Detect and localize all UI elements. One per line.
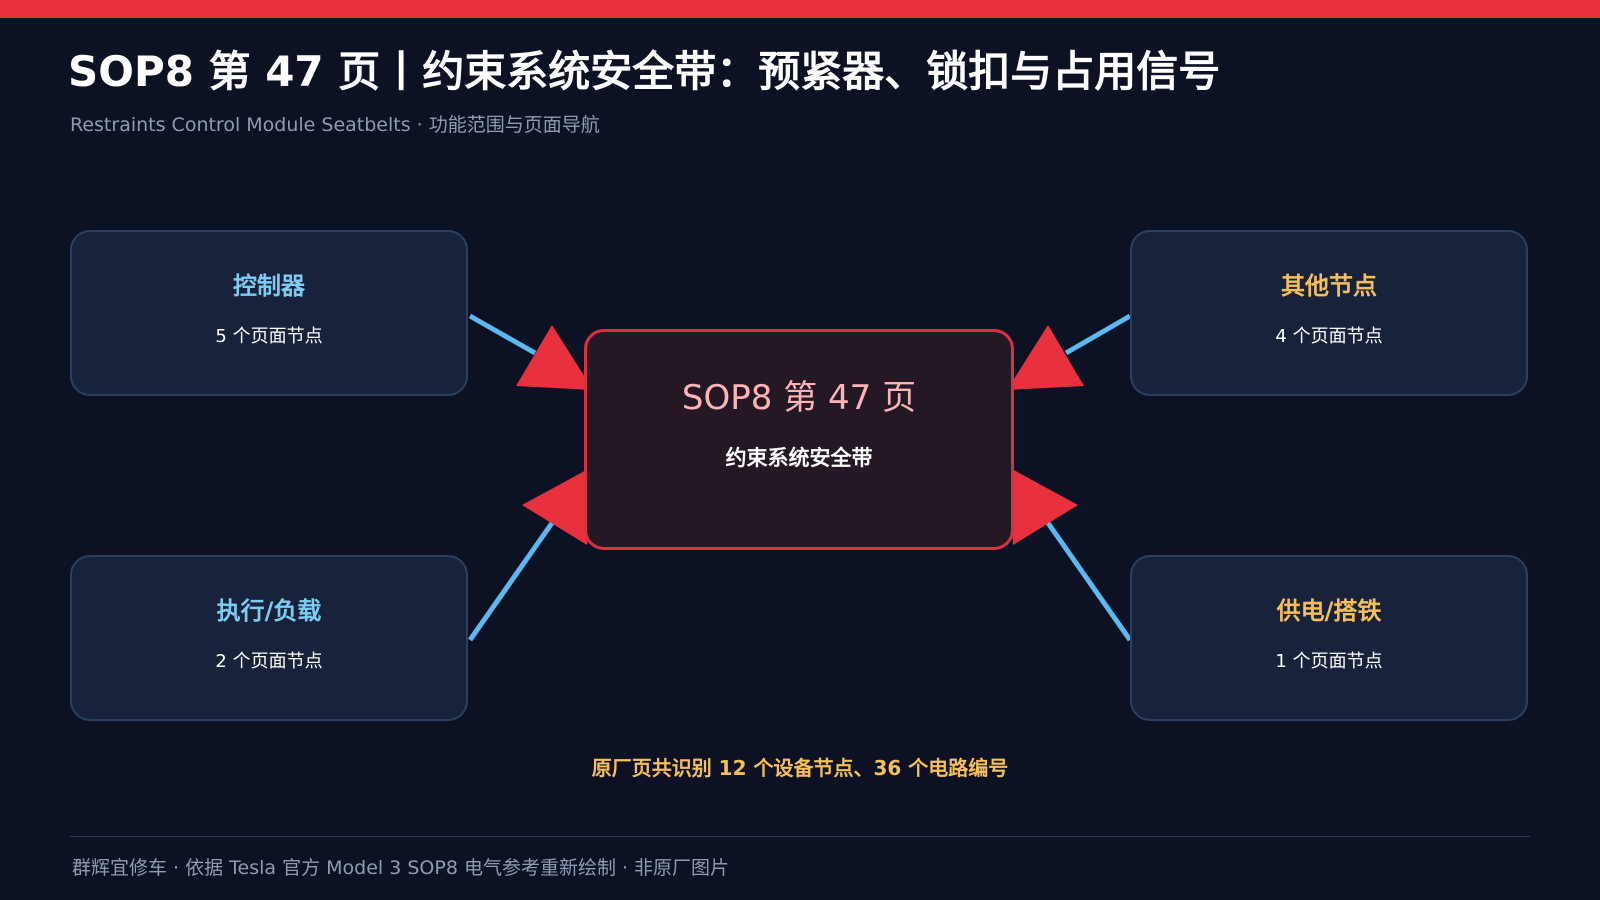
node-controller-count: 5 个页面节点 (215, 326, 323, 347)
page-title: SOP8 第 47 页丨约束系统安全带：预紧器、锁扣与占用信号 (68, 47, 1221, 96)
arrowhead-actuator-load (522, 468, 590, 545)
page-subtitle: Restraints Control Module Seatbelts · 功能… (70, 114, 600, 136)
node-actuator-load: 执行/负载 2 个页面节点 (70, 555, 468, 721)
connector-actuator-load (467, 521, 555, 642)
footer-text: 群辉宜修车 · 依据 Tesla 官方 Model 3 SOP8 电气参考重新绘… (72, 857, 730, 879)
arrowhead-controller (516, 325, 593, 390)
connector-other-nodes (1064, 313, 1132, 356)
arrowhead-other-nodes (1007, 325, 1084, 390)
node-actuator-load-title: 执行/负载 (216, 597, 322, 625)
top-accent-bar (0, 0, 1600, 18)
node-power-ground-title: 供电/搭铁 (1276, 597, 1382, 625)
center-node-subtitle: 约束系统安全带 (725, 446, 873, 470)
connector-power-ground (1045, 521, 1133, 642)
arrowhead-power-ground (1010, 468, 1078, 545)
node-actuator-load-count: 2 个页面节点 (215, 651, 323, 672)
node-power-ground: 供电/搭铁 1 个页面节点 (1130, 555, 1528, 721)
node-controller: 控制器 5 个页面节点 (70, 230, 468, 396)
center-node-title: SOP8 第 47 页 (681, 378, 917, 418)
node-controller-title: 控制器 (233, 272, 305, 300)
node-other-nodes-count: 4 个页面节点 (1275, 326, 1383, 347)
node-other-nodes: 其他节点 4 个页面节点 (1130, 230, 1528, 396)
node-other-nodes-title: 其他节点 (1281, 272, 1377, 300)
connector-controller (468, 313, 537, 356)
node-power-ground-count: 1 个页面节点 (1275, 651, 1383, 672)
center-node: SOP8 第 47 页 约束系统安全带 (584, 329, 1014, 550)
footer-divider (70, 836, 1530, 837)
summary-text: 原厂页共识别 12 个设备节点、36 个电路编号 (591, 756, 1009, 780)
